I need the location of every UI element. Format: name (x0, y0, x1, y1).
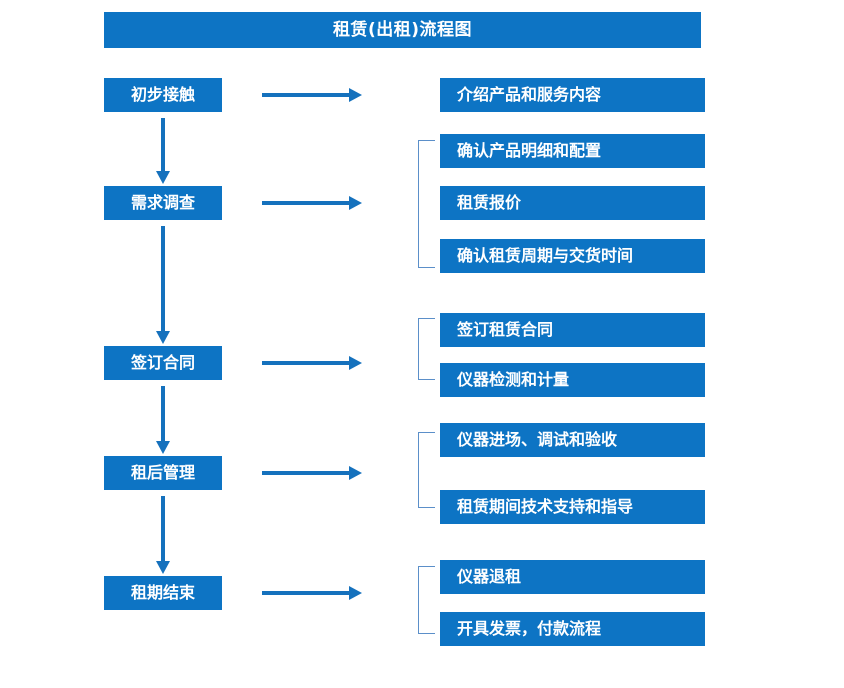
arrow-head-icon (349, 356, 362, 370)
stage-box-needs-survey[interactable]: 需求调查 (104, 186, 222, 220)
arrow-head-icon (349, 586, 362, 600)
arrow-down-3 (155, 386, 171, 454)
detail-box-sign-contract-2[interactable]: 仪器检测和计量 (440, 363, 705, 397)
arrow-right-sign-contract (262, 355, 362, 371)
arrow-right-needs-survey (262, 195, 362, 211)
arrow-shaft (161, 386, 165, 442)
detail-box-needs-survey-2[interactable]: 租赁报价 (440, 186, 705, 220)
arrow-down-1 (155, 118, 171, 184)
arrow-right-rental-end (262, 585, 362, 601)
arrow-shaft (262, 361, 350, 365)
arrow-head-icon (156, 441, 170, 454)
arrow-down-4 (155, 496, 171, 574)
arrow-right-initial-contact (262, 87, 362, 103)
stage-box-rental-end[interactable]: 租期结束 (104, 576, 222, 610)
arrow-right-post-rental-management (262, 465, 362, 481)
stage-box-initial-contact[interactable]: 初步接触 (104, 78, 222, 112)
arrow-shaft (161, 496, 165, 562)
arrow-shaft (262, 93, 350, 97)
group-bracket-sign-contract (418, 318, 435, 380)
detail-box-post-rental-management-1[interactable]: 仪器进场、调试和验收 (440, 423, 705, 457)
diagram-title: 租赁(出租)流程图 (104, 12, 701, 48)
arrow-head-icon (349, 466, 362, 480)
arrow-head-icon (156, 561, 170, 574)
arrow-shaft (262, 201, 350, 205)
group-bracket-post-rental-management (418, 432, 435, 508)
detail-box-sign-contract-1[interactable]: 签订租赁合同 (440, 313, 705, 347)
stage-box-post-rental-management[interactable]: 租后管理 (104, 456, 222, 490)
detail-box-needs-survey-3[interactable]: 确认租赁周期与交货时间 (440, 239, 705, 273)
arrow-head-icon (156, 171, 170, 184)
detail-box-rental-end-2[interactable]: 开具发票，付款流程 (440, 612, 705, 646)
arrow-head-icon (349, 88, 362, 102)
group-bracket-needs-survey (418, 140, 435, 268)
group-bracket-rental-end (418, 566, 435, 634)
arrow-shaft (161, 226, 165, 332)
stage-box-sign-contract[interactable]: 签订合同 (104, 346, 222, 380)
arrow-down-2 (155, 226, 171, 344)
detail-box-initial-contact-1[interactable]: 介绍产品和服务内容 (440, 78, 705, 112)
detail-box-needs-survey-1[interactable]: 确认产品明细和配置 (440, 134, 705, 168)
arrow-shaft (161, 118, 165, 172)
detail-box-rental-end-1[interactable]: 仪器退租 (440, 560, 705, 594)
arrow-shaft (262, 471, 350, 475)
arrow-shaft (262, 591, 350, 595)
arrow-head-icon (349, 196, 362, 210)
detail-box-post-rental-management-2[interactable]: 租赁期间技术支持和指导 (440, 490, 705, 524)
arrow-head-icon (156, 331, 170, 344)
